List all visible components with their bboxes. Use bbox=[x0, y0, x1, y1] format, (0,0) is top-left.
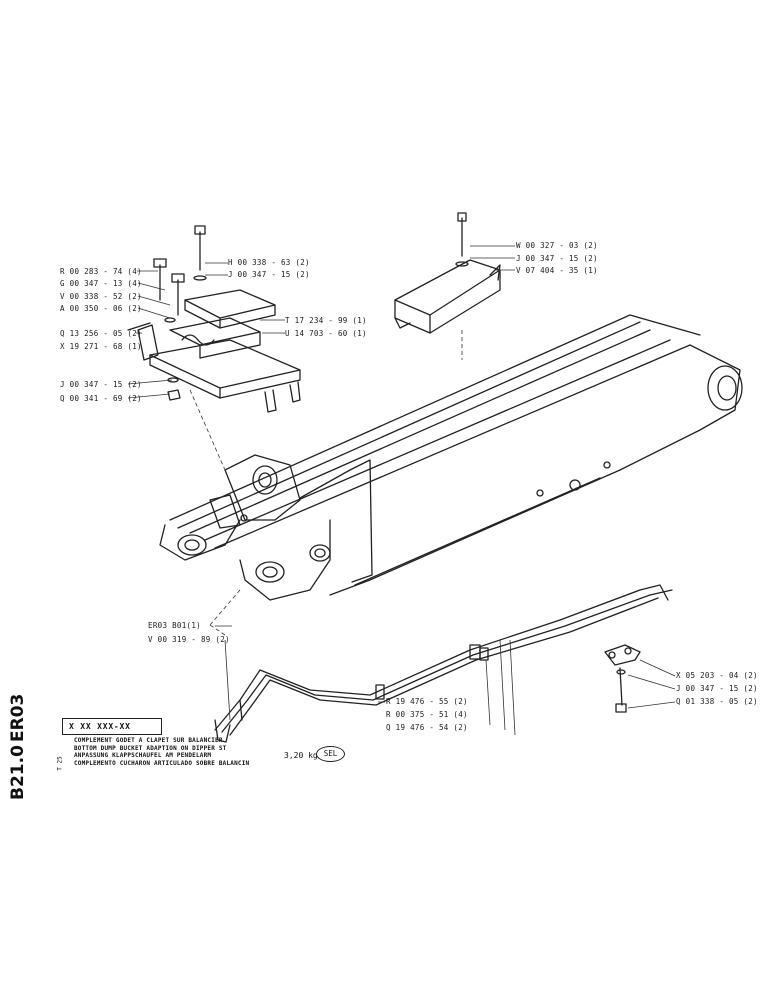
part-number: X XX XXX-XX bbox=[69, 722, 131, 731]
sel-tag: SEL bbox=[316, 746, 345, 762]
drawing-code-line2: B21.0 bbox=[8, 745, 28, 800]
leader-lines bbox=[189, 330, 463, 636]
callout-q-19-476-54: Q 19 476 - 54 (2) bbox=[386, 723, 468, 732]
top-plate bbox=[394, 212, 501, 334]
title-en: BOTTOM DUMP BUCKET ADAPTION ON DIPPER ST bbox=[74, 744, 227, 752]
callout-j-00-347-15-d: J 00 347 - 15 (2) bbox=[676, 684, 758, 693]
callout-x-05-203-04: X 05 203 - 04 (2) bbox=[676, 671, 758, 680]
callout-v-00-338-52: V 00 338 - 52 (2) bbox=[60, 292, 142, 301]
callout-x-19-271-68: X 19 271 - 68 (1) bbox=[60, 342, 142, 351]
callout-q-00-341-69: Q 00 341 - 69 (2) bbox=[60, 394, 142, 403]
callout-h-00-338-63: H 00 338 - 63 (2) bbox=[228, 258, 310, 267]
callout-r-19-476-55: R 19 476 - 55 (2) bbox=[386, 697, 468, 706]
title-fr: COMPLEMENT GODET A CLAPET SUR BALANCIER bbox=[74, 737, 223, 744]
clamp-assembly-left bbox=[127, 225, 301, 413]
drawing-code-line1: ER03 bbox=[8, 693, 28, 742]
callout-u-14-703-60: U 14 703 - 60 (1) bbox=[285, 329, 367, 338]
page-mark: T 25 bbox=[56, 756, 64, 771]
title-block: COMPLEMENT GODET A CLAPET SUR BALANCIER … bbox=[74, 737, 249, 767]
callout-er03-b01: ER03 B01(1) bbox=[148, 621, 201, 630]
hydraulic-hoses bbox=[214, 584, 673, 743]
part-number-box: X XX XXX-XX bbox=[62, 718, 162, 735]
pipe-clamp-right bbox=[604, 644, 641, 713]
callout-r-00-375-51: R 00 375 - 51 (4) bbox=[386, 710, 468, 719]
callout-j-00-347-15-b: J 00 347 - 15 (2) bbox=[60, 380, 142, 389]
callout-v-07-404-35: V 07 404 - 35 (1) bbox=[516, 266, 598, 275]
callout-q-13-256-05: Q 13 256 - 05 (2) bbox=[60, 329, 142, 338]
callout-j-00-347-15-c: J 00 347 - 15 (2) bbox=[516, 254, 598, 263]
weight-label: 3,20 kg bbox=[284, 751, 318, 760]
callout-g-00-347-13: G 00 347 - 13 (4) bbox=[60, 279, 142, 288]
callout-j-00-347-15-a: J 00 347 - 15 (2) bbox=[228, 270, 310, 279]
callout-q-01-338-05: Q 01 338 - 05 (2) bbox=[676, 697, 758, 706]
callout-v-00-319-89: V 00 319 - 89 (2) bbox=[148, 635, 230, 644]
callout-lines bbox=[127, 245, 676, 736]
title-es: COMPLEMENTO CUCHARON ARTICULADO SOBRE BA… bbox=[74, 759, 250, 767]
callout-r-00-283-74: R 00 283 - 74 (4) bbox=[60, 267, 142, 276]
dipper-arm bbox=[159, 314, 743, 601]
drawing-code: ER03 B21.0 bbox=[8, 690, 48, 800]
callout-w-00-327-03: W 00 327 - 03 (2) bbox=[516, 241, 598, 250]
callout-a-00-350-06: A 00 350 - 06 (2) bbox=[60, 304, 142, 313]
callout-t-17-234-99: T 17 234 - 99 (1) bbox=[285, 316, 367, 325]
title-de: ANPASSUNG KLAPPSCHAUFEL AM PENDELARM bbox=[74, 752, 212, 760]
